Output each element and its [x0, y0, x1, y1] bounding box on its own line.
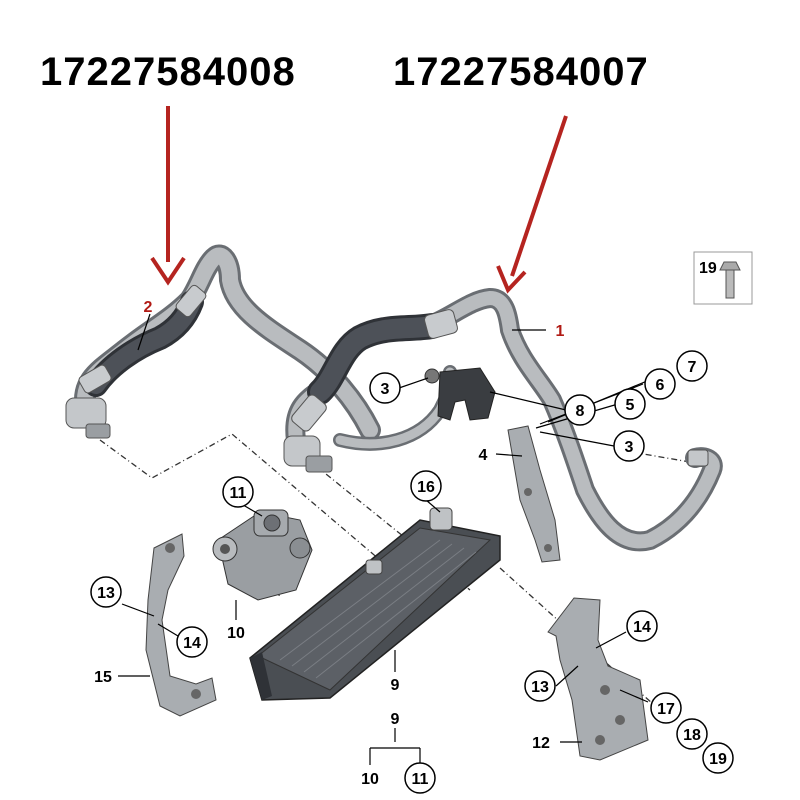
bracket-12 [547, 597, 649, 761]
hose-2 [65, 244, 381, 441]
callout-11b: 11 [412, 771, 429, 788]
callout-3b: 3 [625, 439, 634, 456]
bracket-clip-8 [424, 367, 496, 421]
callout-19-box: 19 [699, 260, 717, 277]
part-number-right: 17227584007 [393, 50, 649, 94]
callout-10b: 10 [361, 771, 379, 788]
callout-1: 1 [556, 323, 565, 340]
callout-10: 10 [227, 625, 245, 642]
callout-4: 4 [479, 447, 488, 464]
callout-17: 17 [657, 701, 675, 718]
arrow-right [496, 115, 568, 294]
callout-15: 15 [94, 669, 112, 686]
bolt-19-box [693, 251, 753, 305]
callout-7: 7 [688, 359, 697, 376]
callout-2: 2 [144, 299, 153, 316]
callout-13a: 13 [97, 585, 115, 602]
callout-19: 19 [709, 751, 727, 768]
callout-12: 12 [532, 735, 550, 752]
callout-3a: 3 [381, 381, 390, 398]
callout-16: 16 [417, 479, 435, 496]
callouts: 3 3 8 5 6 7 11 16 13 14 14 13 17 18 19 1… [90, 350, 734, 794]
callout-11: 11 [230, 485, 247, 502]
callout-14b: 14 [633, 619, 651, 636]
bracket-15 [145, 533, 217, 717]
thermostat-housing-11 [212, 509, 313, 601]
hose-1 [283, 287, 723, 552]
callout-14a: 14 [183, 635, 201, 652]
arrow-left [150, 106, 186, 286]
callout-6: 6 [656, 377, 665, 394]
callout-8: 8 [576, 403, 585, 420]
part-number-left: 17227584008 [40, 50, 296, 94]
callout-13b: 13 [531, 679, 549, 696]
callout-18: 18 [683, 727, 701, 744]
callout-5: 5 [626, 397, 635, 414]
oil-cooler-9 [249, 507, 501, 701]
bracket-4 [507, 425, 561, 563]
callout-9: 9 [391, 677, 400, 694]
callout-9b: 9 [391, 711, 400, 728]
plain-labels: 2 1 4 10 9 9 10 15 12 [94, 299, 564, 788]
